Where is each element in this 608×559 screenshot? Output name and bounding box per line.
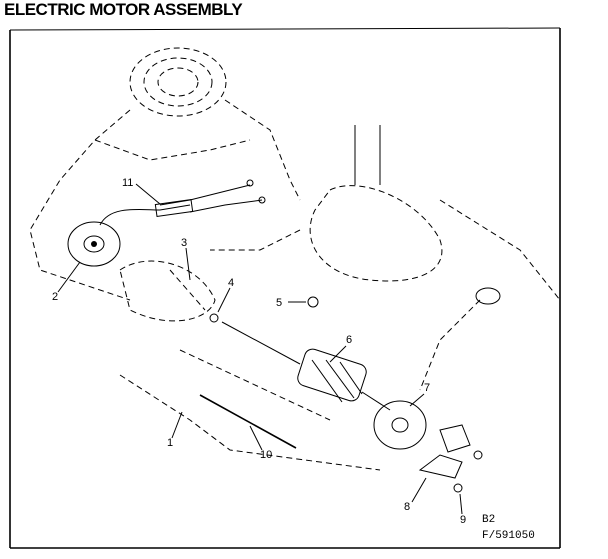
callout-1: 1 <box>167 437 173 449</box>
shaft-bracket-outline <box>210 125 561 391</box>
callout-10: 10 <box>260 449 272 461</box>
armature-6 <box>221 321 391 411</box>
tie-rod-10 <box>119 349 381 471</box>
diagram-frame <box>9 27 561 549</box>
callout-4: 4 <box>228 277 234 289</box>
brush-plate-2 <box>67 221 121 267</box>
callout-6: 6 <box>346 334 352 346</box>
motor-housing-3 <box>119 260 216 322</box>
callout-9: 9 <box>460 514 466 526</box>
screw-9 <box>453 483 463 493</box>
washer-4 <box>209 313 219 323</box>
leader-lines <box>57 183 463 515</box>
figure-reference: F/591050 <box>482 530 535 542</box>
brush-holder-8 <box>418 424 483 479</box>
end-bell-7 <box>373 400 427 450</box>
washer-5 <box>307 296 319 308</box>
callout-2: 2 <box>52 291 58 303</box>
callout-8: 8 <box>404 501 410 513</box>
callout-5: 5 <box>276 297 282 309</box>
diagram-title: ELECTRIC MOTOR ASSEMBLY <box>4 0 243 19</box>
figure-code: B2 <box>482 514 495 526</box>
coil-assembly-top <box>29 47 301 301</box>
wire-lead-11 <box>99 179 266 226</box>
callout-7: 7 <box>424 382 430 394</box>
callout-3: 3 <box>181 237 187 249</box>
callout-labels: 1 2 3 4 5 6 7 8 9 10 11 <box>52 177 466 526</box>
callout-11: 11 <box>122 177 133 189</box>
